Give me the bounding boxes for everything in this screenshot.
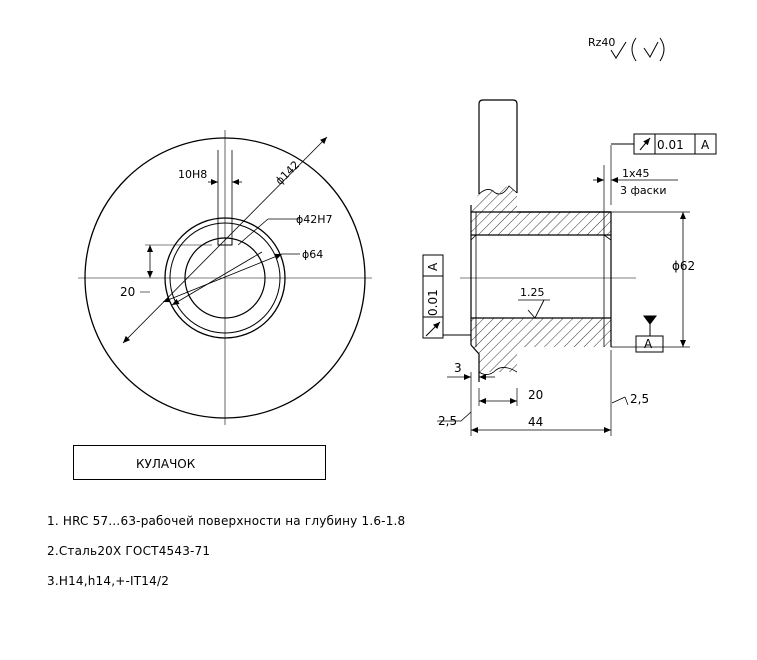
roughness-label: Rz40 [588,36,615,49]
chamfer-note: 3 фаски [620,184,666,197]
note-1: 1. HRC 57…63-рабочей поверхности на глуб… [47,514,406,528]
hub-diameter-dim: ϕ64 [302,248,323,261]
runout-frame-left [422,254,471,339]
note-3: 3.H14,h14,+-IT14/2 [47,574,170,588]
surface-roughness: 1.25 [520,286,545,299]
bore-diameter-dim: ϕ42H7 [296,213,333,226]
dim-20: 20 [528,388,543,402]
roughness-symbol: Rz40 [588,36,665,62]
front-view [78,130,372,425]
note-2: 2.Сталь20Х ГОСТ4543-71 [47,544,211,558]
datum-label: A [644,337,653,351]
section-view [437,99,690,436]
dim-3: 3 [454,361,462,375]
dim-2-5-left: 2,5 [438,414,457,428]
keyway-dim: 10H8 [178,168,207,181]
title-block: КУЛАЧОК [73,445,326,480]
outer-diameter-dim: ϕ142 [273,158,302,187]
left-tol-datum: A [426,262,440,271]
part-name: КУЛАЧОК [136,457,196,471]
runout-frame-top [611,133,717,155]
dim-2-5-right: 2,5 [630,392,649,406]
runout-value: 0.01 [657,138,684,152]
dim-44: 44 [528,415,543,429]
runout-datum: A [701,138,710,152]
left-tol-value: 0.01 [426,289,440,316]
chamfer-dim: 1x45 [622,167,650,180]
offset-dim: 20 [120,285,135,299]
datum-a [635,315,664,353]
d62-dim: ϕ62 [672,259,695,273]
